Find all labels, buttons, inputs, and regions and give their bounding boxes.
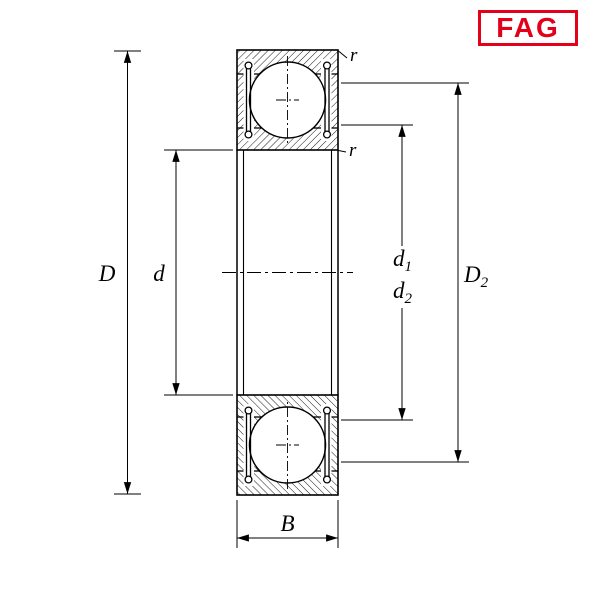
radius-leaders (338, 50, 348, 153)
dim-label-d1: d1 (393, 246, 412, 275)
fag-logo-text: FAG (496, 12, 560, 43)
radius-label-top: r (350, 45, 358, 66)
fag-logo: FAG (478, 10, 578, 46)
dim-label-outer-diameter: D (98, 261, 116, 286)
dimension-width (236, 500, 339, 548)
radius-label-bottom: r (349, 140, 357, 161)
dimension-d1-d2 (341, 124, 413, 421)
bearing-section-top (236, 49, 339, 151)
dim-label-width: B (280, 511, 294, 536)
dim-label-d2: d2 (393, 278, 413, 307)
dimension-bore-diameter (164, 149, 233, 396)
dim-label-D2: D2 (463, 262, 489, 291)
bearing-section-bottom (236, 394, 339, 496)
dim-label-bore-diameter: d (153, 261, 165, 286)
dimension-outer-diameter (114, 50, 141, 495)
dimension-D2 (341, 82, 469, 463)
